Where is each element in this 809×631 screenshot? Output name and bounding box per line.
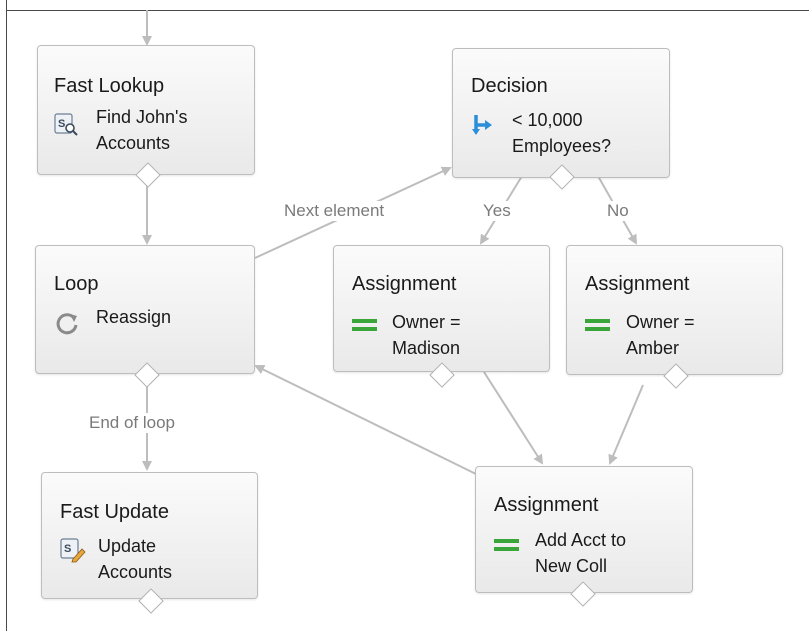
canvas-top-border xyxy=(6,10,809,11)
node-type-label: Fast Lookup xyxy=(54,75,165,97)
assignment-icon xyxy=(494,536,519,560)
connector-add-back-to-loop xyxy=(254,365,477,475)
decision-icon xyxy=(471,113,495,137)
node-assignment-amber[interactable]: Assignment Owner = Amber xyxy=(566,245,783,375)
node-detail: Reassign xyxy=(96,304,171,330)
update-icon: S xyxy=(60,537,86,563)
node-detail-line: Owner = xyxy=(626,312,695,332)
node-detail-line: Find John's xyxy=(96,107,188,127)
node-decision[interactable]: Decision < 10,000 Employees? xyxy=(452,48,670,178)
label-end-of-loop: End of loop xyxy=(87,413,178,433)
node-detail-line: Amber xyxy=(626,338,680,358)
node-type-label: Assignment xyxy=(494,494,599,516)
node-detail: Owner = Madison xyxy=(392,309,461,361)
node-fast-update[interactable]: Fast Update S Update Accounts xyxy=(41,472,258,599)
canvas-left-border xyxy=(6,0,7,631)
node-detail-line: Update xyxy=(98,536,157,556)
node-detail: Add Acct to New Coll xyxy=(535,527,626,579)
node-fast-lookup[interactable]: Fast Lookup S Find John's Accounts xyxy=(37,45,255,175)
connector-amber-to-add xyxy=(608,384,644,465)
node-type-label: Loop xyxy=(54,273,99,295)
node-loop[interactable]: Loop Reassign xyxy=(35,245,255,374)
loop-icon xyxy=(54,310,78,335)
node-type-label: Assignment xyxy=(352,273,457,295)
node-detail-line: Accounts xyxy=(96,133,171,153)
node-assignment-madison[interactable]: Assignment Owner = Madison xyxy=(333,245,550,372)
node-detail-line: Add Acct to xyxy=(535,530,627,550)
label-no: No xyxy=(605,201,631,221)
svg-text:S: S xyxy=(58,118,65,130)
connector-madison-to-add xyxy=(483,371,544,465)
node-type-label: Decision xyxy=(471,75,548,97)
node-detail-line: Madison xyxy=(392,338,461,358)
node-type-label: Fast Update xyxy=(60,501,169,523)
node-type-label: Assignment xyxy=(585,273,690,295)
node-detail-line: Owner = xyxy=(392,312,461,332)
node-detail-line: Reassign xyxy=(96,307,172,327)
node-detail-line: New Coll xyxy=(535,556,608,576)
node-detail-line: Employees? xyxy=(512,136,612,156)
svg-text:S: S xyxy=(64,543,71,555)
label-yes: Yes xyxy=(481,201,513,221)
node-detail-line: Accounts xyxy=(98,562,173,582)
label-next-element: Next element xyxy=(282,201,387,221)
node-assignment-add-acct[interactable]: Assignment Add Acct to New Coll xyxy=(475,466,693,593)
assignment-icon xyxy=(585,316,610,340)
node-detail: Update Accounts xyxy=(98,533,172,585)
node-detail: Owner = Amber xyxy=(626,309,695,361)
lookup-icon: S xyxy=(54,112,78,136)
assignment-icon xyxy=(352,316,377,340)
node-detail-line: < 10,000 xyxy=(512,110,583,130)
node-detail: Find John's Accounts xyxy=(96,104,188,156)
node-detail: < 10,000 Employees? xyxy=(512,107,611,159)
